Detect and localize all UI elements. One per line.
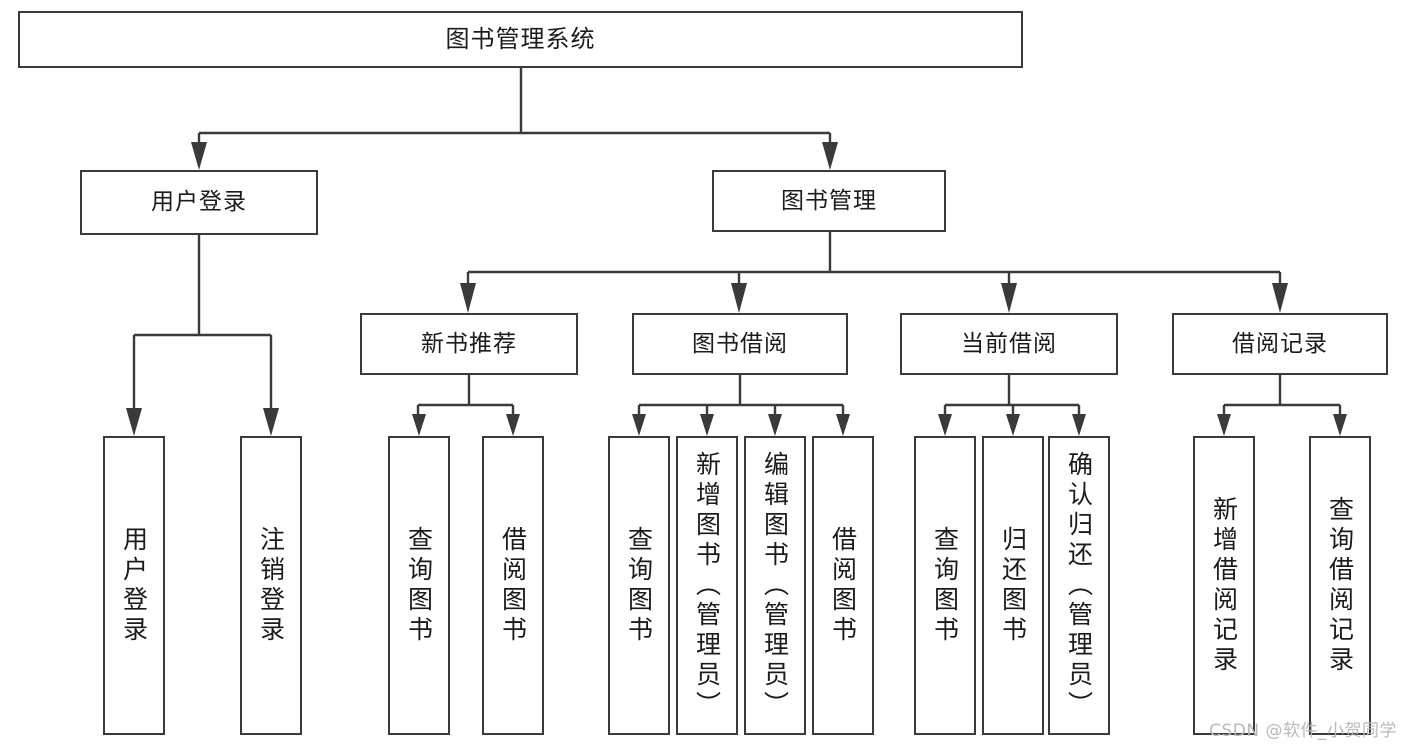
node-leaf-confirm-return-label: 确认归还（管理员） [1064,450,1094,721]
node-new-book-recommend-label: 新书推荐 [421,330,517,357]
node-leaf-query-record[interactable]: 查询借阅记录 [1309,436,1371,735]
node-leaf-query-book-1-label: 查询图书 [404,525,434,646]
node-leaf-add-record[interactable]: 新增借阅记录 [1193,436,1255,735]
node-root[interactable]: 图书管理系统 [18,11,1023,68]
node-leaf-user-login[interactable]: 用户登录 [103,436,165,735]
node-leaf-query-book-2[interactable]: 查询图书 [608,436,670,735]
node-leaf-query-record-label: 查询借阅记录 [1325,495,1355,676]
node-book-borrow-label: 图书借阅 [692,330,788,357]
node-leaf-add-record-label: 新增借阅记录 [1209,495,1239,676]
node-new-book-recommend[interactable]: 新书推荐 [360,313,578,375]
node-leaf-edit-book[interactable]: 编辑图书（管理员） [744,436,806,735]
node-user-login-label: 用户登录 [151,189,247,216]
watermark-text: CSDN @软件_小贺同学 [1209,721,1397,741]
node-leaf-query-book-3-label: 查询图书 [930,525,960,646]
node-borrow-record[interactable]: 借阅记录 [1172,313,1388,375]
node-leaf-borrow-book-1[interactable]: 借阅图书 [482,436,544,735]
node-leaf-edit-book-label: 编辑图书（管理员） [760,450,790,721]
node-leaf-add-book-label: 新增图书（管理员） [692,450,722,721]
node-leaf-query-book-3[interactable]: 查询图书 [914,436,976,735]
node-leaf-user-login-label: 用户登录 [119,525,149,646]
node-current-borrow[interactable]: 当前借阅 [900,313,1118,375]
node-book-manage-label: 图书管理 [781,187,877,214]
node-root-label: 图书管理系统 [445,24,596,53]
node-leaf-return-book-label: 归还图书 [998,525,1028,646]
node-leaf-borrow-book-2[interactable]: 借阅图书 [812,436,874,735]
node-leaf-user-logout[interactable]: 注销登录 [240,436,302,735]
node-borrow-record-label: 借阅记录 [1232,330,1328,357]
node-leaf-user-logout-label: 注销登录 [256,525,286,646]
node-book-borrow[interactable]: 图书借阅 [632,313,848,375]
node-leaf-query-book-2-label: 查询图书 [624,525,654,646]
node-leaf-query-book-1[interactable]: 查询图书 [388,436,450,735]
node-leaf-confirm-return[interactable]: 确认归还（管理员） [1048,436,1110,735]
node-leaf-borrow-book-2-label: 借阅图书 [828,525,858,646]
node-user-login[interactable]: 用户登录 [80,170,318,235]
node-leaf-return-book[interactable]: 归还图书 [982,436,1044,735]
node-current-borrow-label: 当前借阅 [961,330,1057,357]
node-leaf-add-book[interactable]: 新增图书（管理员） [676,436,738,735]
node-leaf-borrow-book-1-label: 借阅图书 [498,525,528,646]
node-book-manage[interactable]: 图书管理 [712,170,946,232]
